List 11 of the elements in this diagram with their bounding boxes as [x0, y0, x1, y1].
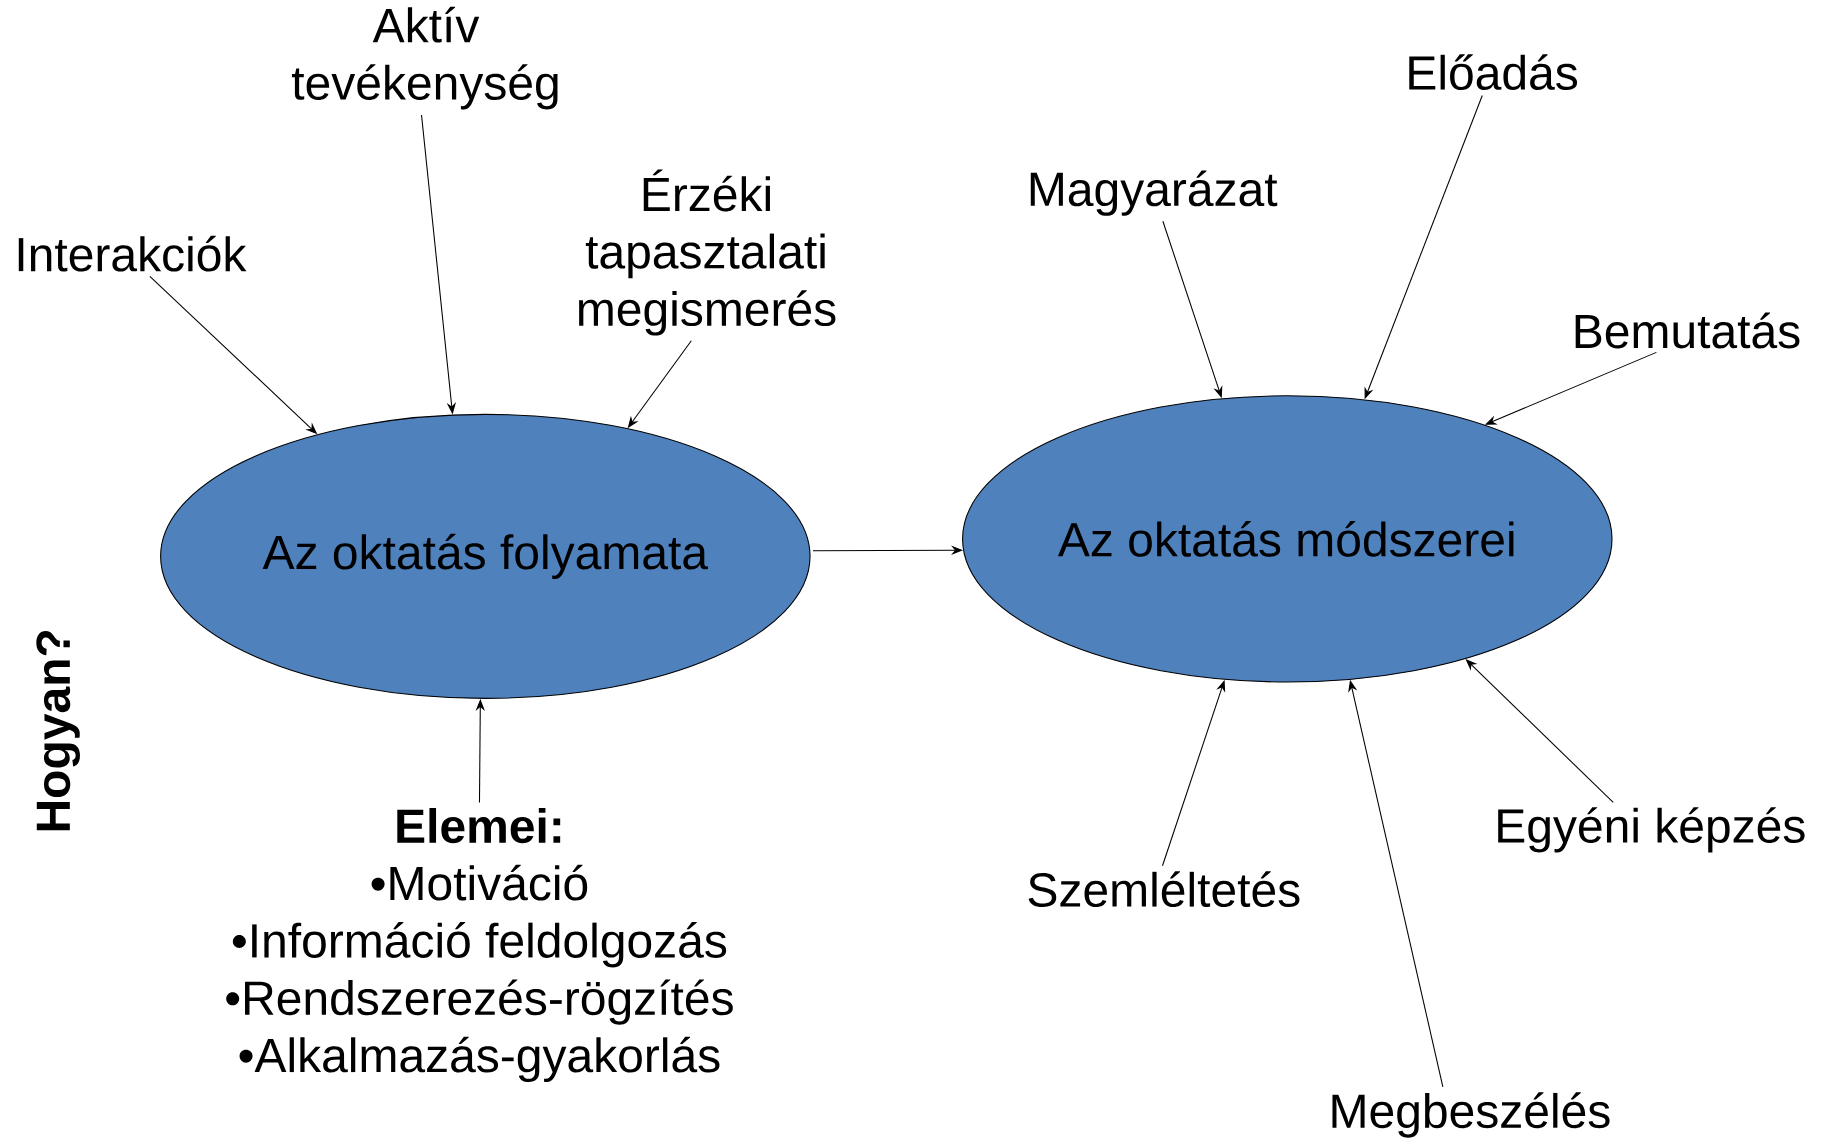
method-label: Előadás [1409, 54, 1578, 91]
method-label: Szemléltetés [1028, 871, 1300, 908]
axis-label: Hogyan? [36, 631, 80, 831]
method-label: Aktív tevékenység [292, 6, 558, 110]
method-label: Bemutatás [1575, 312, 1800, 349]
element-list: Elemei: •Motiváció •Információ feldolgozás •Rendszerezés-rögzítés •Alkalmazás-gyakorlás [226, 808, 733, 1083]
method-label: Magyarázat [1030, 170, 1278, 216]
method-label: Egyéni képzés [1498, 807, 1805, 853]
method-label: Interakciók [18, 235, 247, 272]
method-label: Megbeszélés [1332, 1092, 1610, 1138]
method-label: Érzéki tapasztalati megismerés [579, 169, 836, 336]
